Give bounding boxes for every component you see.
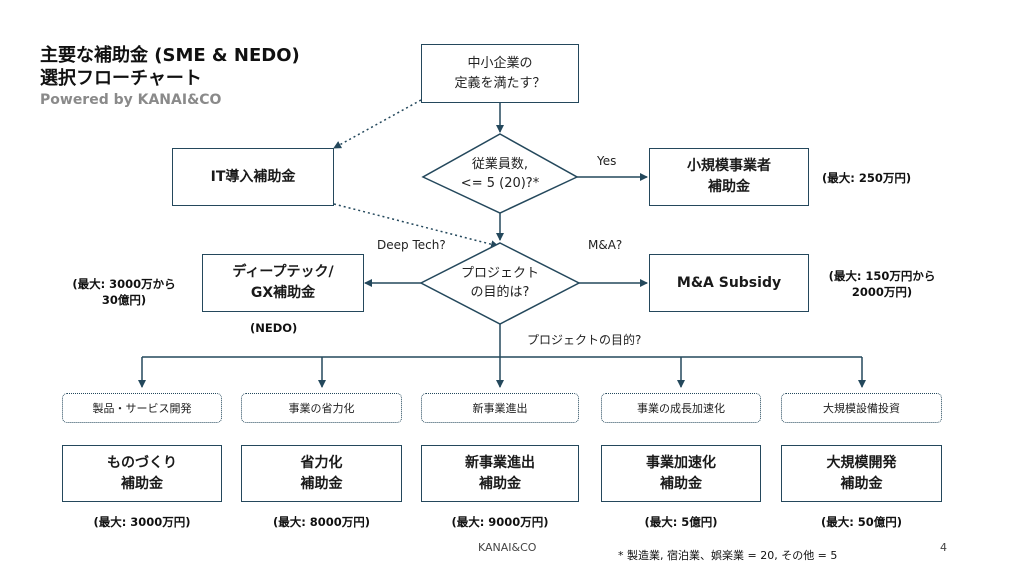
edge-label-deeptech: Deep Tech? (377, 238, 446, 252)
category-labor-saving: 事業の省力化 (241, 393, 402, 423)
small-business-max-note: (最大: 250万円) (822, 171, 912, 185)
category-product-development: 製品・サービス開発 (62, 393, 222, 423)
deeptech-max-note: (最大: 3000万から 30億円) (72, 277, 176, 307)
sme-definition-question-box: 中小企業の 定義を満たす？ (421, 44, 579, 103)
sme-definition-question: 中小企業の 定義を満たす？ (454, 55, 546, 91)
monozukuri-max-note: (最大: 3000万円) (93, 515, 191, 529)
large-scale-subsidy-label: 大規模開発 補助金 (826, 454, 897, 492)
project-purpose-question: プロジェクト の目的は? (460, 266, 539, 300)
labor-saving-max-note: (最大: 8000万円) (272, 515, 371, 529)
employee-count-question: 従業員数, <= 5 (20)?* (460, 157, 540, 191)
edge-it-to-purpose (333, 203, 499, 249)
edge-sme-to-it (333, 99, 422, 149)
deeptech-gx-subsidy-box: ディープテック/ GX補助金 (202, 254, 364, 312)
edge-label-ma: M&A? (588, 238, 623, 252)
ma-subsidy-box: M&A Subsidy (649, 254, 809, 312)
footnote: * 製造業, 宿泊業、娯楽業 = 20, その他 = 5 (618, 549, 838, 562)
new-business-max-note: (最大: 9000万円) (451, 515, 549, 529)
footer-brand: KANAI&CO (478, 541, 537, 554)
large-scale-max-note: (最大: 50億円) (820, 515, 903, 529)
edge-label-yes: Yes (597, 154, 617, 168)
small-business-subsidy-box: 小規模事業者 補助金 (649, 148, 809, 206)
page-number: 4 (940, 541, 947, 554)
deeptech-gx-subsidy-label: ディープテック/ GX補助金 (232, 264, 334, 301)
labor-saving-subsidy-label: 省力化 補助金 (300, 454, 343, 492)
ma-subsidy-label: M&A Subsidy (676, 274, 782, 291)
category-large-investment: 大規模設備投資 (781, 393, 942, 423)
nedo-note: (NEDO) (250, 321, 298, 335)
new-business-subsidy-box: 新事業進出 補助金 (421, 445, 579, 502)
title-line-1: 主要な補助金 (SME & NEDO) (40, 45, 300, 66)
acceleration-subsidy-box: 事業加速化 補助金 (601, 445, 761, 502)
page-title: 主要な補助金 (SME & NEDO) 選択フローチャート (40, 44, 300, 90)
edge-label-purpose: プロジェクトの目的? (527, 333, 642, 347)
decision-purpose-diamond (419, 242, 581, 325)
labor-saving-subsidy-box: 省力化 補助金 (241, 445, 402, 502)
ma-max-note: (最大: 150万円から 2000万円) (828, 269, 936, 299)
it-subsidy-box: IT導入補助金 (172, 148, 334, 206)
decision-employees-diamond (421, 133, 579, 214)
small-business-subsidy-label: 小規模事業者 補助金 (687, 158, 771, 195)
category-new-business: 新事業進出 (421, 393, 579, 423)
acceleration-max-note: (最大: 5億円) (644, 515, 718, 529)
powered-by: Powered by KANAI&CO (40, 92, 222, 108)
category-growth-acceleration: 事業の成長加速化 (601, 393, 761, 423)
monozukuri-subsidy-label: ものづくり 補助金 (107, 454, 177, 492)
acceleration-subsidy-label: 事業加速化 補助金 (646, 454, 716, 492)
new-business-subsidy-label: 新事業進出 補助金 (465, 454, 535, 492)
title-line-2: 選択フローチャート (40, 68, 202, 89)
large-scale-subsidy-box: 大規模開発 補助金 (781, 445, 942, 502)
monozukuri-subsidy-box: ものづくり 補助金 (62, 445, 222, 502)
it-subsidy-label: IT導入補助金 (210, 168, 296, 185)
